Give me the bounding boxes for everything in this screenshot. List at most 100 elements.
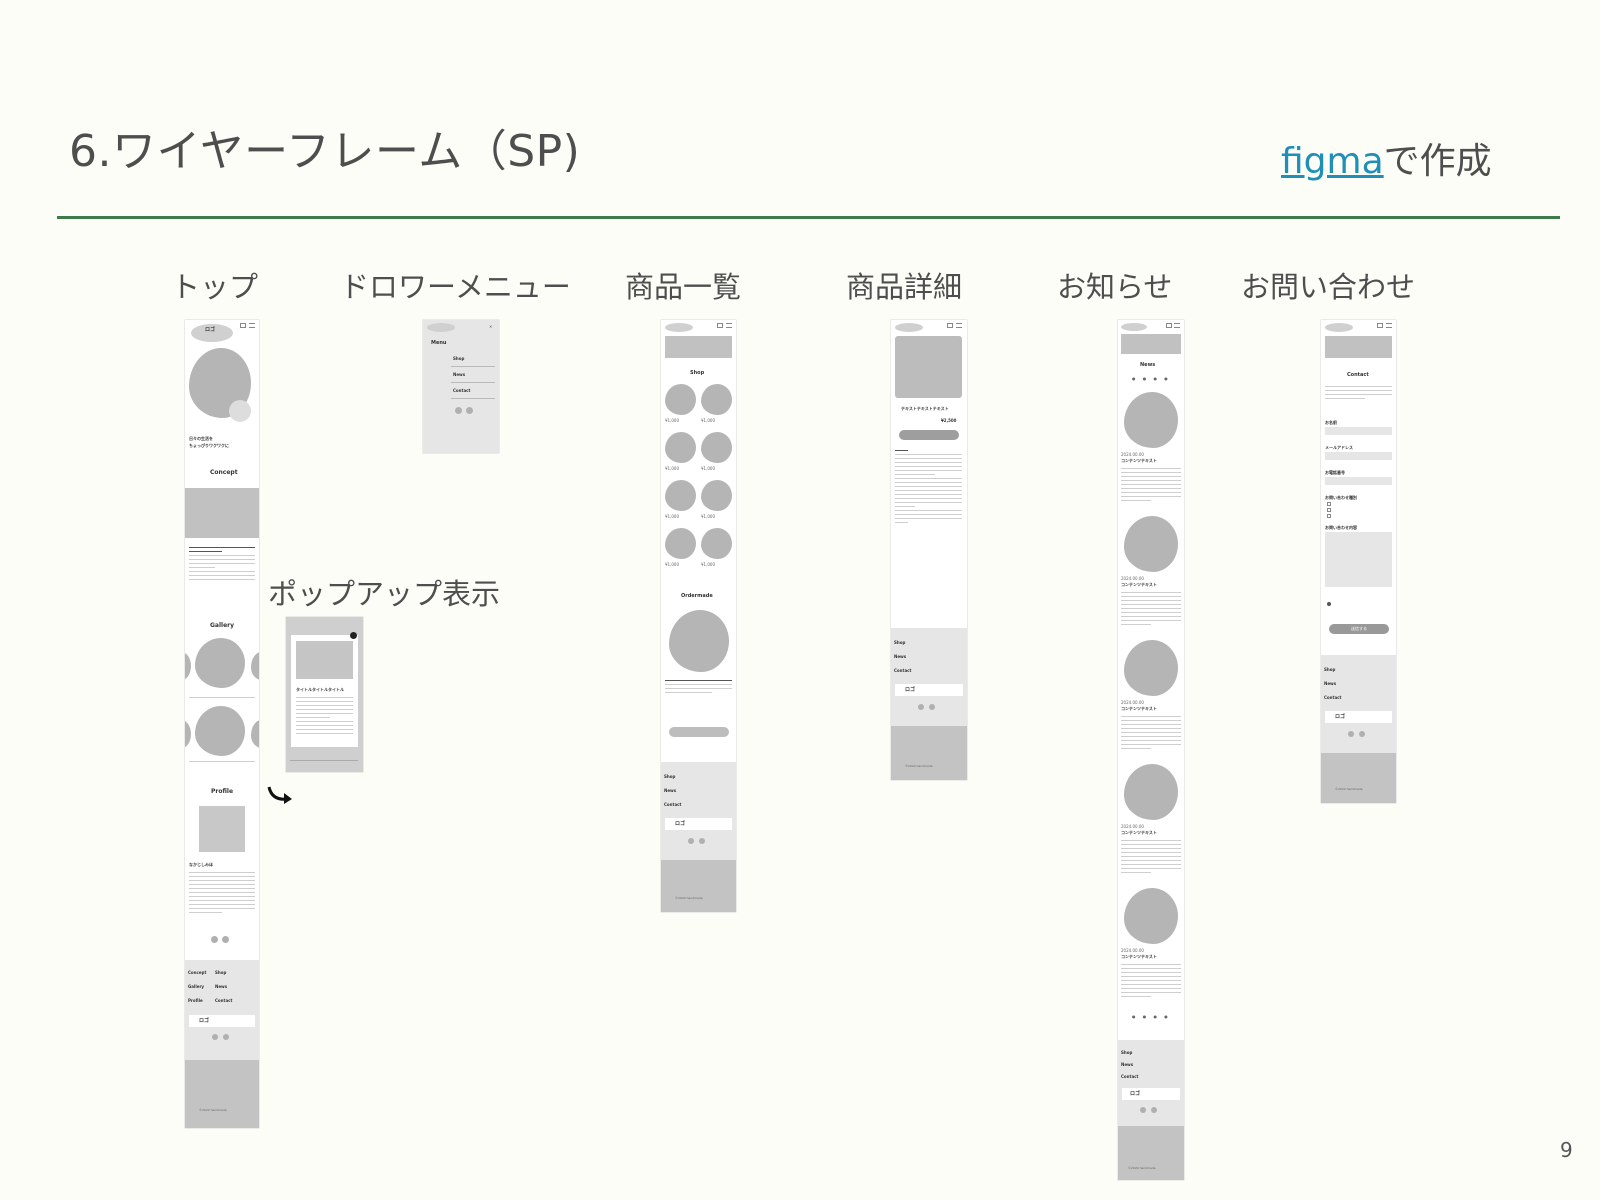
contact-content-textarea[interactable] <box>1325 532 1392 587</box>
instagram-icon[interactable] <box>211 936 218 943</box>
shop-item-image[interactable] <box>665 384 696 415</box>
shop-item-price: ¥1,000 <box>701 514 715 519</box>
ordermade-text <box>665 680 732 696</box>
concept-text <box>189 547 255 583</box>
contact-tel-label: お電話番号 <box>1325 470 1345 475</box>
contact-footer-instagram-icon[interactable] <box>1348 731 1354 737</box>
footer-mail-icon[interactable] <box>223 1034 229 1040</box>
contact-tel-input[interactable] <box>1325 477 1392 485</box>
news-footer-shop[interactable]: Shop <box>1121 1050 1133 1055</box>
detail-footer-instagram-icon[interactable] <box>918 704 924 710</box>
footer-shop[interactable]: Shop <box>215 970 227 975</box>
news-title[interactable]: コンテンツテキスト <box>1121 706 1157 711</box>
wireframe-contact: Contact お名前 メールアドレス お電話番号 お問い合わせ種別 お問い合わ… <box>1321 320 1396 803</box>
detail-footer-news[interactable]: News <box>894 654 907 659</box>
shop-footer-mail-icon[interactable] <box>699 838 705 844</box>
shop-item-image[interactable] <box>701 528 732 559</box>
contact-footer-news[interactable]: News <box>1324 681 1337 686</box>
shop-item-image[interactable] <box>665 480 696 511</box>
news-header-image <box>1121 334 1181 354</box>
news-title[interactable]: コンテンツテキスト <box>1121 830 1157 835</box>
shop-item-image[interactable] <box>665 528 696 559</box>
news-footer-mail-icon[interactable] <box>1151 1107 1157 1113</box>
news-title[interactable]: コンテンツテキスト <box>1121 954 1157 959</box>
gallery-image-2 <box>195 706 245 756</box>
detail-footer-contact[interactable]: Contact <box>894 668 912 673</box>
contact-consent-radio[interactable] <box>1327 602 1331 606</box>
shop-item-price: ¥1,000 <box>665 466 679 471</box>
news-title[interactable]: コンテンツテキスト <box>1121 458 1157 463</box>
cart-icon <box>240 323 246 328</box>
concept-image <box>185 488 259 538</box>
detail-cart-icon[interactable] <box>947 323 953 328</box>
detail-footer-mail-icon[interactable] <box>929 704 935 710</box>
mail-icon[interactable] <box>222 936 229 943</box>
news-pagination-top[interactable]: ● ● ● ● <box>1132 376 1171 381</box>
profile-image <box>199 806 245 852</box>
close-icon[interactable] <box>350 632 357 639</box>
shop-item-image[interactable] <box>701 384 732 415</box>
contact-type-checkbox-3[interactable] <box>1327 514 1331 518</box>
wireframe-shop-list: Shop ¥1,000 ¥1,000 ¥1,000 ¥1,000 ¥1,000 … <box>661 320 736 912</box>
catch-line-2: ちょっぴりワクワクに <box>189 443 229 448</box>
contact-footer-shop[interactable]: Shop <box>1324 667 1336 672</box>
gallery-image-next-2 <box>251 720 259 748</box>
contact-type-checkbox-1[interactable] <box>1327 502 1331 506</box>
contact-footer-mail-icon[interactable] <box>1359 731 1365 737</box>
shop-copyright-bar: ©2024 handmade <box>661 860 736 912</box>
news-footer-news[interactable]: News <box>1121 1062 1134 1067</box>
gallery-slider-1[interactable] <box>189 697 255 698</box>
news-pagination-bottom[interactable]: ● ● ● ● <box>1132 1014 1171 1019</box>
contact-footer-contact[interactable]: Contact <box>1324 695 1342 700</box>
contact-send-button[interactable] <box>1329 624 1389 634</box>
add-to-cart-button[interactable] <box>899 430 959 440</box>
news-footer-contact[interactable]: Contact <box>1121 1074 1139 1079</box>
figma-link[interactable]: figma <box>1281 141 1384 182</box>
label-shop-detail: 商品詳細 <box>846 270 963 304</box>
shop-item-image[interactable] <box>701 480 732 511</box>
contact-type-checkbox-2[interactable] <box>1327 508 1331 512</box>
news-footer-instagram-icon[interactable] <box>1140 1107 1146 1113</box>
shop-footer-contact[interactable]: Contact <box>664 802 682 807</box>
contact-mail-label: メールアドレス <box>1325 445 1353 450</box>
detail-footer-shop[interactable]: Shop <box>894 640 906 645</box>
drawer-instagram-icon[interactable] <box>455 407 462 414</box>
drawer-close-icon[interactable]: ✕ <box>489 324 493 329</box>
shop-footer-shop[interactable]: Shop <box>664 774 676 779</box>
shop-footer-news[interactable]: News <box>664 788 677 793</box>
shop-item-image[interactable] <box>665 432 696 463</box>
news-cart-icon[interactable] <box>1166 323 1172 328</box>
footer-gallery[interactable]: Gallery <box>188 984 205 989</box>
shop-cart-icon[interactable] <box>717 323 723 328</box>
contact-hamburger-icon[interactable] <box>1386 323 1392 328</box>
detail-hamburger-icon[interactable] <box>956 323 962 328</box>
copyright-text: ©2024 handmade <box>199 1108 227 1112</box>
copyright-bar: ©2024 handmade <box>185 1060 259 1128</box>
popup-slider[interactable] <box>290 760 358 761</box>
drawer-item-contact[interactable]: Contact <box>453 388 471 393</box>
news-image-3 <box>1124 640 1178 696</box>
footer-profile[interactable]: Profile <box>188 998 203 1003</box>
shop-hamburger-icon[interactable] <box>726 323 732 328</box>
contact-name-label: お名前 <box>1325 420 1337 425</box>
news-title[interactable]: コンテンツテキスト <box>1121 582 1157 587</box>
shop-footer-instagram-icon[interactable] <box>688 838 694 844</box>
news-text-5 <box>1121 964 1181 1000</box>
contact-mail-input[interactable] <box>1325 452 1392 460</box>
news-hamburger-icon[interactable] <box>1174 323 1180 328</box>
contact-name-input[interactable] <box>1325 427 1392 435</box>
footer-news[interactable]: News <box>215 984 228 989</box>
news-footer-logo-box <box>1122 1088 1180 1100</box>
contact-cart-icon[interactable] <box>1377 323 1383 328</box>
title-divider <box>57 216 1560 219</box>
ordermade-button[interactable] <box>669 727 729 737</box>
drawer-mail-icon[interactable] <box>466 407 473 414</box>
gallery-slider-2[interactable] <box>189 761 255 762</box>
drawer-item-shop[interactable]: Shop <box>453 356 465 361</box>
shop-item-image[interactable] <box>701 432 732 463</box>
footer-instagram-icon[interactable] <box>212 1034 218 1040</box>
footer-concept[interactable]: Concept <box>188 970 207 975</box>
detail-image <box>895 336 962 398</box>
footer-contact[interactable]: Contact <box>215 998 233 1003</box>
drawer-item-news[interactable]: News <box>453 372 466 377</box>
